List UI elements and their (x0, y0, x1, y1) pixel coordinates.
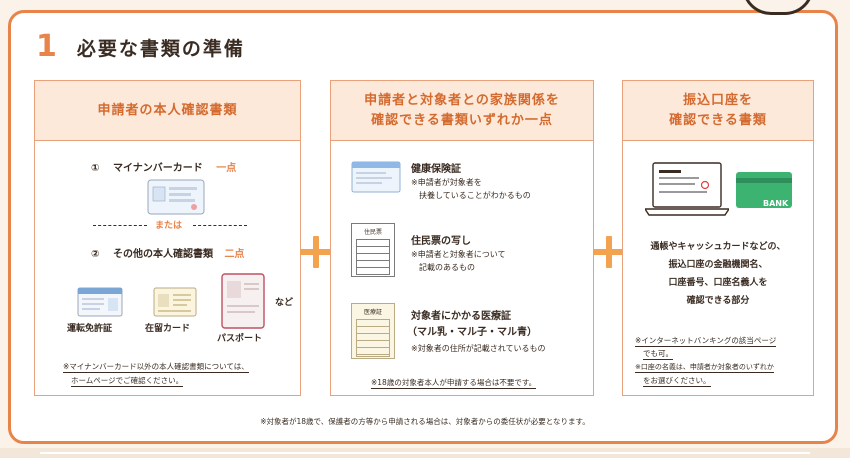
bank-desc-line1: 通帳やキャッシュカードなどの、 (650, 242, 786, 252)
plus-icon (300, 236, 332, 268)
bank-docs-title-line2: 確認できる書類 (669, 112, 767, 128)
or-text: または (155, 221, 183, 231)
doc3-note: ※対象者の住所が記載されているもの (411, 344, 546, 353)
residence-card-icon (153, 287, 197, 317)
medical-certificate-icon-label: 医療証 (363, 309, 382, 316)
option2-number: ② (91, 249, 100, 260)
identity-docs-column: 申請者の本人確認書類 ① マイナンバーカード 一点 または ② その他の本人確認… (34, 80, 301, 396)
doc2-title: 住民票の写し (411, 236, 471, 247)
family-docs-column: 申請者と対象者との家族関係を 確認できる書類いずれか一点 健康保険証 ※申請者が… (330, 80, 594, 396)
bank-desc-line4: 確認できる部分 (686, 296, 750, 306)
doc2-note2: 記載のあるもの (419, 263, 475, 272)
identity-docs-header: 申請者の本人確認書類 (35, 81, 300, 141)
family-docs-header: 申請者と対象者との家族関係を 確認できる書類いずれか一点 (331, 81, 593, 141)
bank-note1-line1-text: ※インターネットバンキングの該当ページ (635, 336, 777, 347)
bank-card-icon (736, 172, 792, 208)
bank-docs-header: 振込口座を 確認できる書類 (623, 81, 813, 141)
family-docs-title-line1: 申請者と対象者との家族関係を (364, 92, 560, 108)
bank-desc-line2: 振込口座の金融機関名、 (668, 260, 768, 270)
option2-qty: 二点 (224, 249, 245, 260)
laptop-icon (645, 162, 729, 216)
section-header: 1 必要な書類の準備 (36, 32, 245, 62)
doc-residence-card: 在留カード (145, 324, 191, 334)
option1-number: ① (91, 163, 100, 174)
option1-qty: 一点 (216, 163, 237, 174)
doc2-note1: ※申請者と対象者について (411, 250, 506, 259)
doc3-title: 対象者にかかる医療証 (411, 311, 511, 322)
doc1-note2: 扶養していることがわかるもの (419, 191, 531, 200)
bank-docs-column: 振込口座を 確認できる書類 BANK 通帳やキャッシュカードなどの、 振込口座の… (622, 80, 814, 396)
identity-docs-title: 申請者の本人確認書類 (97, 102, 238, 118)
resident-record-icon-label: 住民票 (363, 229, 382, 236)
doc-drivers-license: 運転免許証 (67, 324, 113, 334)
bank-docs-title-line1: 振込口座を (682, 92, 753, 108)
divider-right (193, 225, 247, 226)
family-bottom-note-text: ※18歳の対象者本人が申請する場合は不要です。 (371, 378, 537, 389)
medical-certificate-icon: 医療証 (351, 303, 395, 359)
bank-note1-line2-text: でも可。 (643, 349, 673, 360)
option1: ① マイナンバーカード 一点 (91, 159, 236, 174)
identity-note-line1: ※マイナンバーカード以外の本人確認書類については、 (63, 361, 249, 373)
bank-note2-line2: をお選びください。 (643, 375, 711, 387)
option2-label: その他の本人確認書類 (112, 249, 213, 260)
health-insurance-card-icon (351, 161, 401, 193)
bank-card-label: BANK (763, 199, 789, 208)
doc1-title: 健康保険証 (411, 164, 461, 175)
section-title: 必要な書類の準備 (76, 37, 245, 60)
drivers-license-icon (77, 287, 123, 317)
bottom-band (0, 448, 850, 458)
identity-note-line2: ホームページでご確認ください。 (71, 375, 184, 387)
etc-label: など (275, 298, 294, 308)
bank-desc-line3: 口座番号、口座名義人を (668, 278, 768, 288)
option2: ② その他の本人確認書類 二点 (91, 245, 244, 260)
divider-left (93, 225, 147, 226)
doc1-note1: ※申請者が対象者を (411, 178, 482, 187)
identity-note-line1-text: ※マイナンバーカード以外の本人確認書類については、 (63, 362, 249, 373)
footer-note: ※対象者が18歳で、保護者の方等から申請される場合は、対象者からの委任状が必要と… (260, 417, 590, 426)
family-bottom-note: ※18歳の対象者本人が申請する場合は不要です。 (371, 377, 537, 389)
plus-icon-2 (593, 236, 625, 268)
section-number: 1 (36, 29, 57, 64)
bank-note2-line2-text: をお選びください。 (643, 376, 711, 387)
my-number-card-icon (147, 179, 205, 215)
bank-note1-line2: でも可。 (643, 348, 673, 360)
bank-note2-line1: ※口座の名義は、申請者か対象者のいずれか (635, 362, 774, 373)
family-docs-title-line2: 確認できる書類いずれか一点 (371, 112, 553, 128)
doc-passport: パスポート (217, 334, 263, 344)
identity-note-line2-text: ホームページでご確認ください。 (71, 376, 184, 387)
bank-note2-line1-text: ※口座の名義は、申請者か対象者のいずれか (635, 363, 774, 373)
passport-icon (221, 273, 265, 329)
bank-note1-line1: ※インターネットバンキングの該当ページ (635, 335, 777, 347)
doc3-sub: （マル乳・マル子・マル青） (407, 327, 537, 338)
option1-label: マイナンバーカード (112, 163, 203, 174)
resident-record-icon: 住民票 (351, 223, 395, 277)
